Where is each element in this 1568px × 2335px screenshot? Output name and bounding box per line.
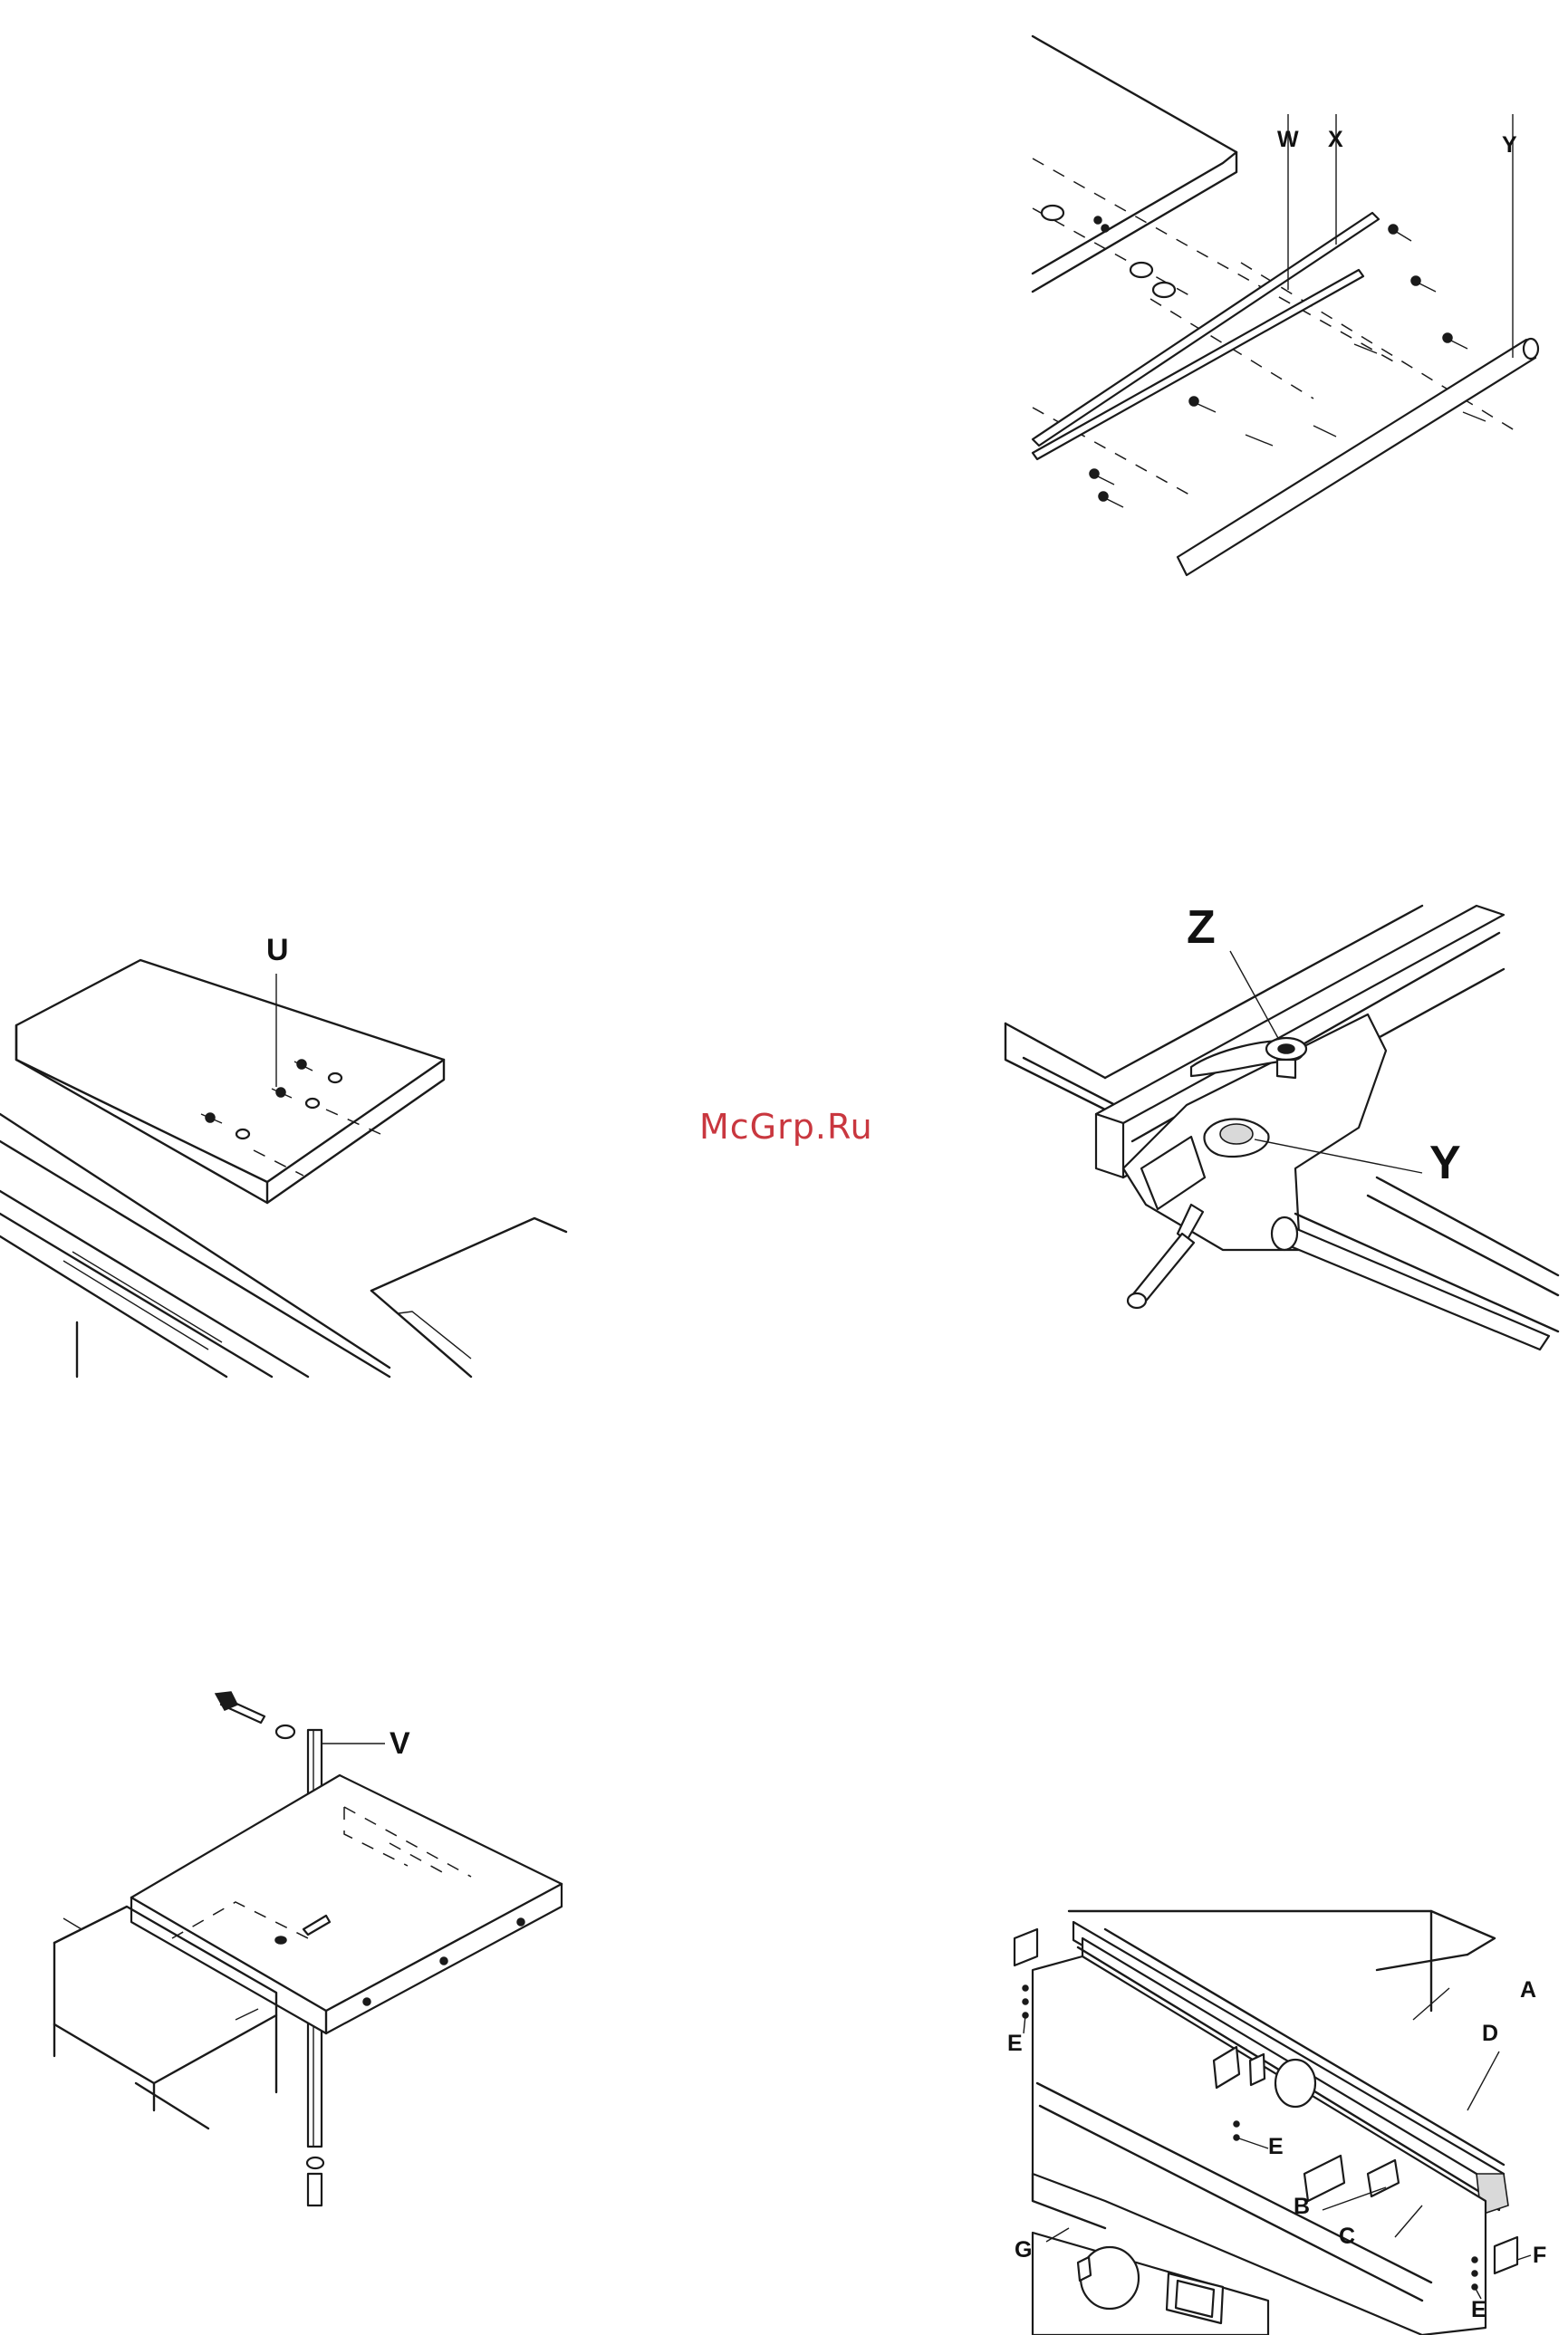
fence-clamp-drawing (996, 897, 1567, 1359)
callout-c: C (1339, 2225, 1355, 2248)
callout-w: W (1277, 129, 1299, 151)
callout-a: A (1520, 1979, 1536, 2002)
callout-g: G (1015, 2239, 1032, 2262)
figure-extension-table-u: U (0, 924, 580, 1377)
figure-rails-assembly: W X Y (1015, 27, 1567, 571)
callout-b: B (1294, 2196, 1310, 2218)
extension-table-v-drawing (0, 1667, 616, 2228)
panel-assembly-drawing (996, 1902, 1568, 2335)
callout-y-knob: Y (1429, 1139, 1461, 1187)
figure-fence-clamp: Z Y (996, 897, 1567, 1359)
figure-extension-table-v: V (0, 1667, 616, 2228)
callout-f: F (1533, 2244, 1546, 2267)
rails-drawing (1015, 27, 1567, 571)
callout-e-right: E (1471, 2299, 1486, 2321)
callout-u: U (266, 935, 289, 966)
callout-e-left: E (1007, 2032, 1023, 2055)
figure-panel-assembly: A D E E B C G F E (996, 1902, 1568, 2335)
callout-z: Z (1187, 904, 1216, 951)
watermark-text: McGrp.Ru (699, 1107, 873, 1147)
callout-d: D (1482, 2023, 1498, 2045)
callout-e-middle: E (1268, 2136, 1284, 2158)
callout-y-rail: Y (1502, 134, 1517, 157)
extension-table-u-drawing (0, 924, 580, 1377)
callout-x: X (1328, 129, 1343, 151)
callout-v: V (390, 1728, 410, 1759)
